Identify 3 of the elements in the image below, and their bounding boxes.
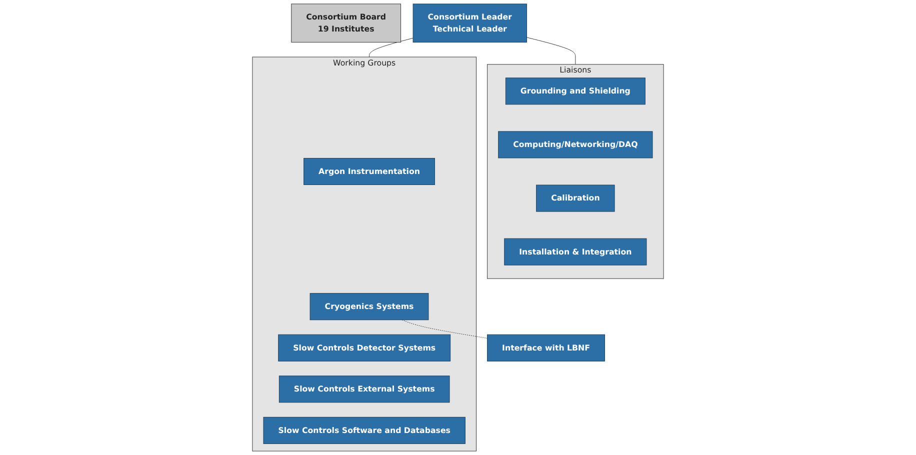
connector (402, 320, 488, 338)
connector (526, 37, 576, 65)
connector (369, 38, 414, 58)
